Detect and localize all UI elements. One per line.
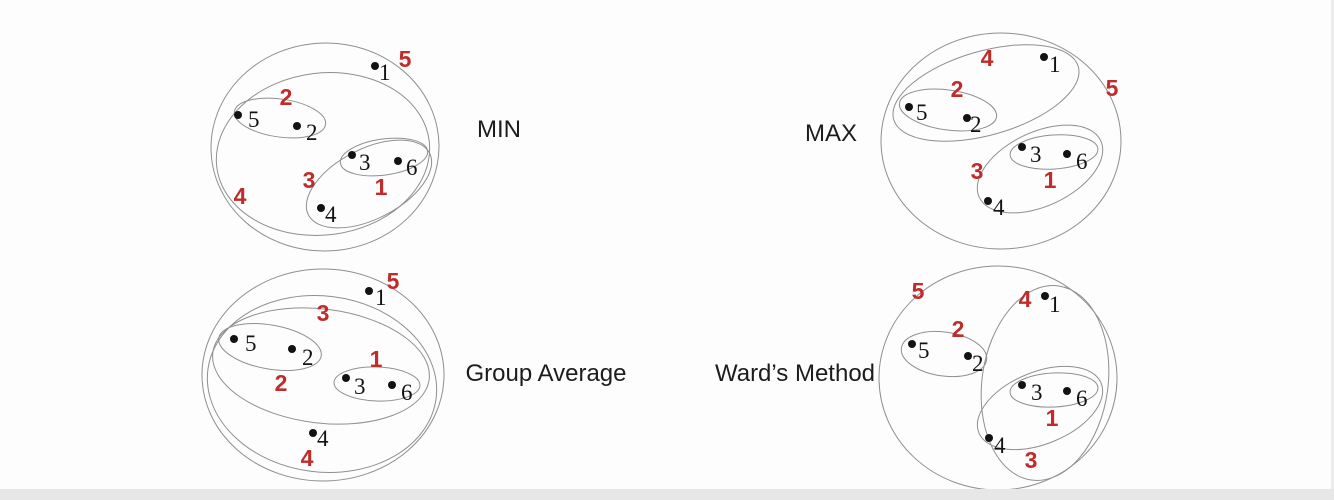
max-cluster5-ellipse bbox=[880, 32, 1122, 250]
ward-point-dot-2 bbox=[964, 352, 972, 360]
ga-point-label-2: 2 bbox=[302, 345, 314, 370]
ward-point-label-5: 5 bbox=[918, 338, 930, 363]
max-order-label-5: 5 bbox=[1106, 75, 1119, 101]
ward-cluster1-ellipse bbox=[1009, 372, 1099, 408]
max-point-label-6: 6 bbox=[1076, 149, 1088, 174]
min-point-dot-1 bbox=[371, 62, 379, 70]
ga-order-label-2: 2 bbox=[275, 370, 288, 396]
max-point-dot-2 bbox=[963, 114, 971, 122]
min-point-label-1: 1 bbox=[379, 60, 391, 85]
min-point-label-3: 3 bbox=[359, 150, 371, 175]
ward-cluster3-ellipse bbox=[976, 365, 1104, 451]
max-cluster1-ellipse bbox=[1009, 134, 1099, 170]
min-point-dot-4 bbox=[317, 204, 325, 212]
max-point-label-4: 4 bbox=[993, 195, 1005, 220]
min-cluster1-ellipse bbox=[339, 137, 429, 177]
min-order-label-3: 3 bbox=[303, 167, 316, 193]
min-cluster4-ellipse bbox=[215, 72, 431, 236]
ward-point-label-2: 2 bbox=[972, 351, 984, 376]
ga-point-dot-6 bbox=[388, 381, 396, 389]
ga-order-label-1: 1 bbox=[370, 346, 383, 372]
panel-max: 1 5 2 3 6 4 4 5 2 3 1 MAX bbox=[805, 32, 1122, 250]
ward-order-label-2: 2 bbox=[952, 316, 965, 342]
min-method-label: MIN bbox=[477, 116, 521, 143]
ga-point-label-4: 4 bbox=[317, 426, 329, 451]
ward-order-label-3: 3 bbox=[1025, 447, 1038, 473]
min-cluster5-ellipse bbox=[210, 42, 440, 252]
panel-wards-method: 1 5 2 3 6 4 5 4 2 1 3 Ward’s Method bbox=[715, 265, 1118, 491]
min-point-dot-2 bbox=[293, 122, 301, 130]
max-order-label-2: 2 bbox=[951, 76, 964, 102]
ward-cluster4-ellipse bbox=[980, 285, 1110, 481]
ward-point-dot-1 bbox=[1041, 292, 1049, 300]
max-point-dot-1 bbox=[1040, 53, 1048, 61]
max-cluster3-ellipse bbox=[976, 124, 1104, 214]
ward-point-label-3: 3 bbox=[1031, 380, 1043, 405]
ga-cluster2-ellipse bbox=[218, 323, 322, 371]
max-point-dot-5 bbox=[905, 103, 913, 111]
max-cluster2-ellipse bbox=[898, 88, 998, 132]
max-point-label-5: 5 bbox=[916, 100, 928, 125]
max-cluster4-ellipse bbox=[892, 44, 1080, 142]
ga-order-label-4: 4 bbox=[301, 445, 314, 471]
ward-point-label-6: 6 bbox=[1076, 386, 1088, 411]
ga-point-label-3: 3 bbox=[354, 374, 366, 399]
ward-method-label: Ward’s Method bbox=[715, 360, 875, 387]
bottom-edge-strip bbox=[0, 489, 1334, 500]
max-point-dot-6 bbox=[1063, 150, 1071, 158]
ga-point-label-5: 5 bbox=[245, 331, 257, 356]
ga-cluster5-ellipse bbox=[201, 268, 445, 482]
max-point-dot-4 bbox=[984, 197, 992, 205]
ward-order-label-4: 4 bbox=[1019, 286, 1032, 312]
ga-point-dot-4 bbox=[309, 429, 317, 437]
min-point-dot-3 bbox=[348, 151, 356, 159]
min-order-label-4: 4 bbox=[234, 183, 247, 209]
ga-point-label-6: 6 bbox=[401, 380, 413, 405]
ga-point-label-1: 1 bbox=[375, 285, 387, 310]
max-order-label-4: 4 bbox=[981, 45, 994, 71]
ga-point-dot-1 bbox=[365, 287, 373, 295]
max-point-label-1: 1 bbox=[1049, 52, 1061, 77]
ga-order-label-3: 3 bbox=[317, 300, 330, 326]
ga-cluster4-ellipse bbox=[206, 295, 438, 473]
min-order-label-1: 1 bbox=[375, 174, 388, 200]
max-order-label-3: 3 bbox=[971, 158, 984, 184]
min-point-label-5: 5 bbox=[248, 107, 260, 132]
ward-point-dot-6 bbox=[1063, 387, 1071, 395]
ga-cluster1-ellipse bbox=[333, 366, 421, 402]
min-order-label-2: 2 bbox=[280, 84, 293, 110]
ga-cluster3-ellipse bbox=[212, 307, 430, 425]
ward-point-label-1: 1 bbox=[1049, 292, 1061, 317]
ga-order-label-5: 5 bbox=[387, 268, 400, 294]
ga-point-dot-3 bbox=[342, 374, 350, 382]
right-edge-strip bbox=[1331, 0, 1334, 500]
min-point-dot-5 bbox=[234, 111, 242, 119]
ward-order-label-5: 5 bbox=[912, 278, 925, 304]
ga-point-dot-5 bbox=[230, 335, 238, 343]
max-order-label-1: 1 bbox=[1044, 167, 1057, 193]
min-point-dot-6 bbox=[394, 157, 402, 165]
min-point-label-4: 4 bbox=[325, 202, 337, 227]
ga-point-dot-2 bbox=[288, 345, 296, 353]
panel-min: 1 5 2 3 6 4 5 2 3 1 4 MIN bbox=[210, 42, 521, 252]
ward-order-label-1: 1 bbox=[1046, 405, 1059, 431]
ward-point-dot-3 bbox=[1018, 381, 1026, 389]
min-cluster2-ellipse bbox=[233, 97, 327, 139]
max-point-dot-3 bbox=[1018, 143, 1026, 151]
min-point-label-2: 2 bbox=[306, 120, 318, 145]
max-method-label: MAX bbox=[805, 120, 857, 147]
ward-point-dot-5 bbox=[908, 340, 916, 348]
max-point-label-3: 3 bbox=[1030, 142, 1042, 167]
ward-cluster2-ellipse bbox=[900, 330, 988, 378]
min-point-label-6: 6 bbox=[406, 155, 418, 180]
min-order-label-5: 5 bbox=[399, 46, 412, 72]
panel-group-average: 1 5 2 3 6 4 5 3 1 2 4 Group Average bbox=[201, 268, 627, 482]
ga-method-label: Group Average bbox=[465, 360, 626, 387]
max-point-label-2: 2 bbox=[970, 112, 982, 137]
ward-point-dot-4 bbox=[985, 434, 993, 442]
ward-point-label-4: 4 bbox=[994, 433, 1006, 458]
